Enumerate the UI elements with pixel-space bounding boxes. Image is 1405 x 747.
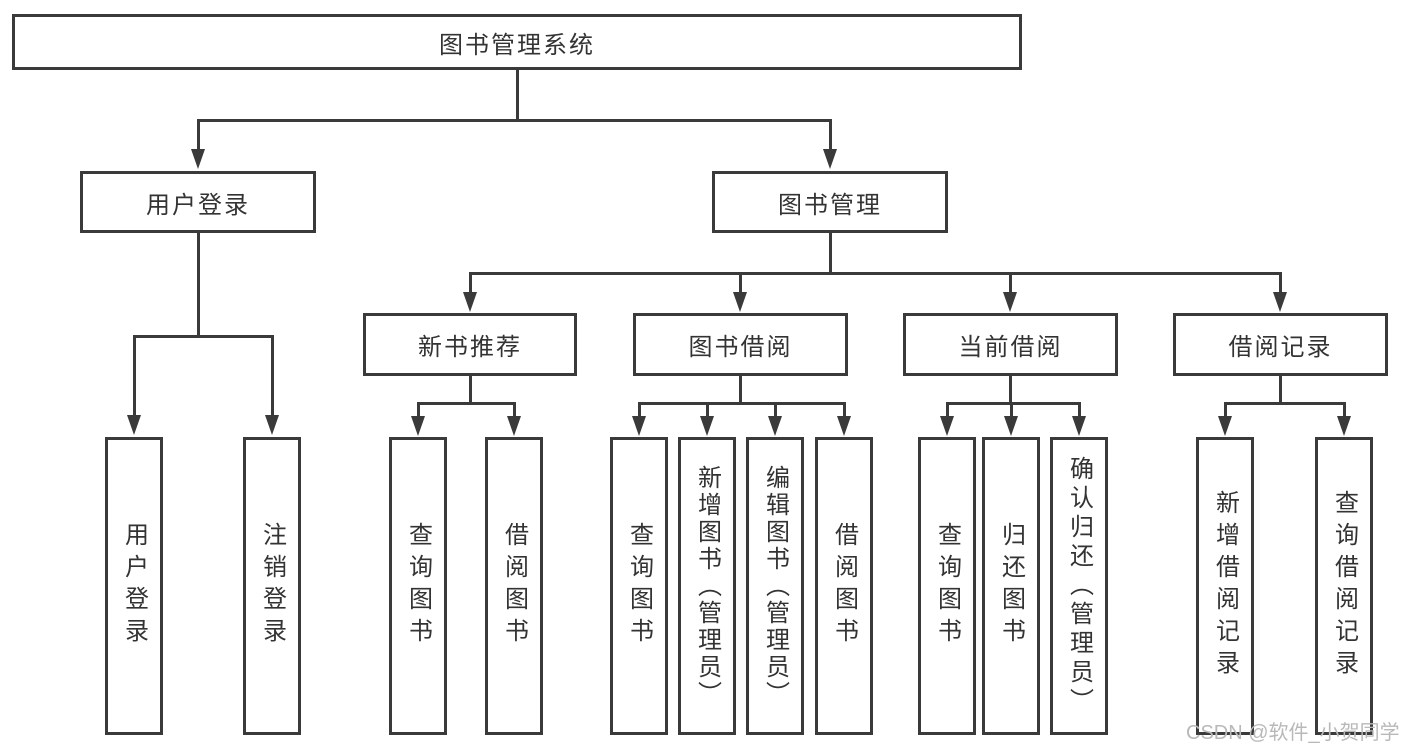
arrow-down	[940, 416, 954, 436]
leaf-query-borrow-record: 查询借阅记录	[1315, 437, 1373, 735]
connector-drop	[1009, 272, 1012, 294]
leaf-query-books-label: 查询图书	[933, 522, 961, 650]
node-borrow-records-label: 借阅记录	[1228, 334, 1333, 361]
connector-login-stem	[197, 231, 200, 337]
connector-group-bar	[417, 402, 515, 405]
arrow-down	[1072, 416, 1086, 436]
arrow-down	[127, 415, 141, 435]
arrow-down	[632, 416, 646, 436]
connector-drop	[513, 402, 516, 418]
connector-drop	[1078, 402, 1081, 418]
watermark-text: CSDN @软件_小贺同学	[1186, 722, 1400, 744]
leaf-query-books-label: 查询图书	[625, 522, 653, 650]
connector-drop	[946, 402, 949, 418]
node-current-borrow: 当前借阅	[903, 313, 1118, 376]
connector-drop	[774, 402, 777, 418]
connector-drop	[706, 402, 709, 418]
connector-drop	[1224, 402, 1227, 418]
arrow-down	[1337, 416, 1351, 436]
leaf-borrow-books: 借阅图书	[815, 437, 873, 735]
arrow-down	[1273, 292, 1287, 312]
leaf-user-login: 用户登录	[105, 437, 163, 735]
connector-drop	[843, 402, 846, 418]
node-user-login-label: 用户登录	[146, 191, 250, 219]
connector-drop	[1343, 402, 1346, 418]
node-new-book-recommend: 新书推荐	[363, 313, 577, 376]
leaf-edit-books-admin: 编辑图书（管理员）	[746, 437, 804, 735]
node-book-borrow-label: 图书借阅	[688, 334, 793, 361]
leaf-logout: 注销登录	[243, 437, 301, 735]
node-root-label: 图书管理系统	[439, 31, 595, 59]
leaf-add-books-admin: 新增图书（管理员）	[678, 437, 736, 735]
connector-group-stem	[1009, 374, 1012, 404]
connector-mgmt-bar	[469, 272, 1281, 275]
connector-group-bar	[1224, 402, 1345, 405]
connector-root-stem	[516, 68, 519, 121]
node-book-borrow: 图书借阅	[633, 313, 848, 376]
leaf-return-books-label: 归还图书	[997, 522, 1025, 650]
leaf-query-books: 查询图书	[918, 437, 976, 735]
node-new-book-recommend-label: 新书推荐	[418, 334, 522, 361]
arrow-down	[191, 149, 205, 169]
connector-login-bar	[133, 335, 273, 338]
connector-drop	[739, 272, 742, 294]
leaf-query-books: 查询图书	[389, 437, 447, 735]
connector-group-stem	[1279, 374, 1282, 404]
connector-drop	[638, 402, 641, 418]
arrow-down	[1218, 416, 1232, 436]
leaf-borrow-books-label: 借阅图书	[500, 522, 528, 650]
leaf-return-books: 归还图书	[982, 437, 1040, 735]
connector-root-bar	[197, 119, 830, 122]
leaf-add-borrow-record: 新增借阅记录	[1196, 437, 1254, 735]
connector-login-drop	[197, 119, 200, 152]
arrow-down	[1004, 416, 1018, 436]
connector-drop	[1010, 402, 1013, 418]
leaf-add-borrow-record-label: 新增借阅记录	[1211, 490, 1239, 682]
node-current-borrow-label: 当前借阅	[958, 334, 1063, 361]
arrow-down	[1003, 292, 1017, 312]
arrow-down	[463, 292, 477, 312]
node-book-management: 图书管理	[712, 171, 948, 233]
node-borrow-records: 借阅记录	[1173, 313, 1388, 376]
arrow-down	[837, 416, 851, 436]
connector-group-stem	[739, 374, 742, 404]
node-root: 图书管理系统	[12, 14, 1022, 70]
leaf-confirm-return-admin-label: 确认归还（管理员）	[1065, 455, 1093, 717]
connector-group-bar	[638, 402, 845, 405]
leaf-query-borrow-record-label: 查询借阅记录	[1330, 490, 1358, 682]
leaf-query-books-label: 查询图书	[404, 522, 432, 650]
leaf-query-books: 查询图书	[610, 437, 668, 735]
connector-drop	[417, 402, 420, 418]
connector-group-stem	[469, 374, 472, 404]
leaf-confirm-return-admin: 确认归还（管理员）	[1050, 437, 1108, 735]
connector-drop	[133, 335, 136, 418]
leaf-borrow-books: 借阅图书	[485, 437, 543, 735]
arrow-down	[768, 416, 782, 436]
node-book-management-label: 图书管理	[778, 191, 882, 219]
connector-drop	[271, 335, 274, 418]
leaf-user-login-label: 用户登录	[120, 522, 148, 650]
leaf-add-books-admin-label: 新增图书（管理员）	[693, 464, 721, 708]
connector-mgmt-stem	[829, 231, 832, 274]
leaf-borrow-books-label: 借阅图书	[830, 522, 858, 650]
arrow-down	[507, 416, 521, 436]
connector-group-bar	[946, 402, 1080, 405]
arrow-down	[700, 416, 714, 436]
arrow-down	[411, 416, 425, 436]
connector-drop	[469, 272, 472, 294]
connector-mgmt-drop	[829, 119, 832, 152]
connector-drop	[1279, 272, 1282, 294]
arrow-down	[823, 149, 837, 169]
leaf-logout-label: 注销登录	[258, 522, 286, 650]
arrow-down	[733, 292, 747, 312]
leaf-edit-books-admin-label: 编辑图书（管理员）	[761, 464, 789, 708]
node-user-login: 用户登录	[80, 171, 316, 233]
arrow-down	[265, 415, 279, 435]
